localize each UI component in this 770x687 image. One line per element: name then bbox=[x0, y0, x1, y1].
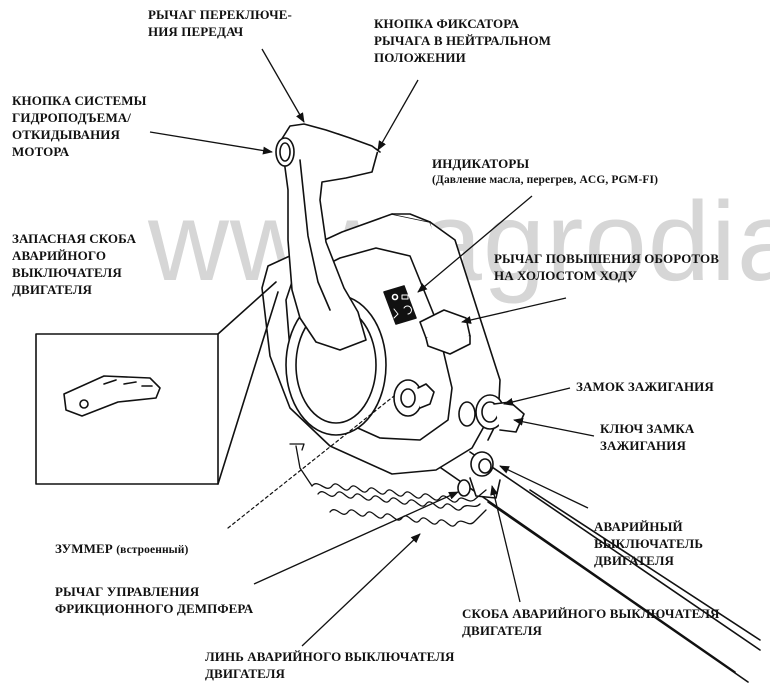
stop-clip-leader bbox=[492, 486, 520, 602]
indicators-title: ИНДИКАТОРЫ bbox=[432, 155, 658, 172]
friction-lever-leader bbox=[254, 492, 458, 584]
label-emergency-stop-switch: АВАРИЙНЫЙ ВЫКЛЮЧАТЕЛЬ ДВИГАТЕЛЯ bbox=[594, 518, 703, 569]
trim-tilt-leader bbox=[150, 132, 272, 152]
neutral-lock-leader bbox=[378, 80, 418, 150]
spare-clip-inset bbox=[36, 282, 278, 484]
trim-tilt-button-shape bbox=[276, 138, 294, 166]
ignition-switch-leader bbox=[504, 388, 570, 404]
label-fast-idle-lever: РЫЧАГ ПОВЫШЕНИЯ ОБОРОТОВ НА ХОЛОСТОМ ХОД… bbox=[494, 250, 719, 284]
label-ignition-switch: ЗАМОК ЗАЖИГАНИЯ bbox=[576, 378, 714, 395]
label-trim-tilt-button: КНОПКА СИСТЕМЫ ГИДРОПОДЪЕМА/ ОТКИДЫВАНИЯ… bbox=[12, 92, 147, 160]
label-stop-switch-clip: СКОБА АВАРИЙНОГО ВЫКЛЮЧАТЕЛЯ ДВИГАТЕЛЯ bbox=[462, 605, 720, 639]
label-friction-lever: РЫЧАГ УПРАВЛЕНИЯ ФРИКЦИОННОГО ДЕМПФЕРА bbox=[55, 583, 253, 617]
indicators-detail: (Давление масла, перегрев, ACG, PGM-FI) bbox=[432, 172, 658, 189]
lanyard-leader bbox=[302, 534, 420, 646]
label-spare-clip: ЗАПАСНАЯ СКОБА АВАРИЙНОГО ВЫКЛЮЧАТЕЛЯ ДВ… bbox=[12, 230, 136, 298]
ignition-key-leader bbox=[514, 420, 594, 436]
shift-lever-leader bbox=[262, 49, 304, 122]
label-lanyard: ЛИНЬ АВАРИЙНОГО ВЫКЛЮЧАТЕЛЯ ДВИГАТЕЛЯ bbox=[205, 648, 455, 682]
buzzer-note: (встроенный) bbox=[116, 544, 188, 556]
label-shift-lever: РЫЧАГ ПЕРЕКЛЮЧЕ- НИЯ ПЕРЕДАЧ bbox=[148, 6, 292, 40]
buzzer-main: ЗУММЕР bbox=[55, 541, 113, 556]
label-ignition-key: КЛЮЧ ЗАМКА ЗАЖИГАНИЯ bbox=[600, 420, 694, 454]
label-indicators: ИНДИКАТОРЫ (Давление масла, перегрев, AC… bbox=[432, 155, 658, 189]
label-buzzer: ЗУММЕР (встроенный) bbox=[55, 540, 188, 559]
label-neutral-lock-button: КНОПКА ФИКСАТОРА РЫЧАГА В НЕЙТРАЛЬНОМ ПО… bbox=[374, 15, 551, 66]
